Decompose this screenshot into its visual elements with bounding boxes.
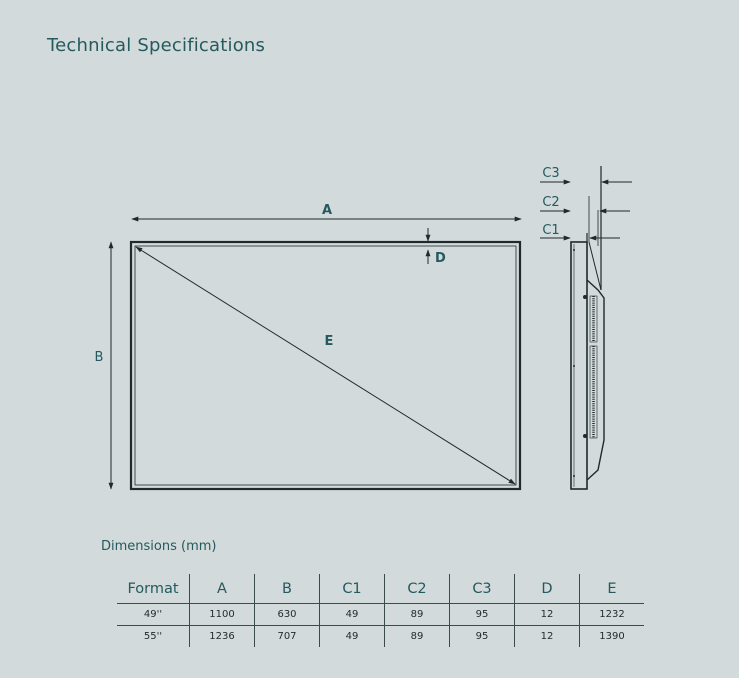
dimension-d-label: D	[435, 251, 446, 266]
dimensions-table: Format A B C1 C2 C3 D E 49'' 1100 630 49…	[117, 574, 644, 647]
dimension-a-label: A	[322, 203, 332, 218]
header-b: B	[254, 574, 320, 604]
table-cell: 1100	[189, 603, 255, 626]
table-header-row: Format A B C1 C2 C3 D E	[117, 574, 644, 604]
monitor-side-view	[570, 166, 605, 490]
monitor-front-view	[129, 240, 522, 491]
dimensions-title: Dimensions (mm)	[101, 539, 217, 554]
table-cell: 12	[514, 625, 580, 647]
table-cell: 55''	[143, 631, 163, 642]
table-cell: 1390	[579, 625, 644, 647]
table-cell: 49	[319, 625, 385, 647]
table-cell: 707	[254, 625, 320, 647]
table-cell: 89	[384, 603, 450, 626]
table-row: 49'' 1100 630 49 89 95 12 1232	[117, 603, 644, 626]
page-title: Technical Specifications	[47, 35, 266, 56]
dimension-e-label: E	[325, 334, 334, 349]
table-cell: 95	[449, 625, 515, 647]
table-cell: 12	[514, 603, 580, 626]
dimension-e-arrow	[135, 246, 516, 485]
table-cell: 1232	[579, 603, 644, 626]
table-cell: 49	[319, 603, 385, 626]
header-format: Format	[117, 574, 190, 604]
dimension-b-label: B	[95, 350, 104, 365]
header-c3: C3	[449, 574, 515, 604]
table-cell: 1236	[189, 625, 255, 647]
side-view-screws	[573, 249, 587, 477]
header-e: E	[579, 574, 644, 604]
header-a: A	[189, 574, 255, 604]
dimension-c3-label: C3	[542, 166, 559, 181]
table-row: 55'' 1236 707 49 89 95 12 1390	[117, 625, 644, 647]
table-cell: 49''	[117, 603, 190, 626]
table-cell: 630	[254, 603, 320, 626]
table-cell: 89	[384, 625, 450, 647]
dimension-c1-label: C1	[542, 223, 559, 238]
depth-dimension-arrows	[540, 179, 632, 241]
header-c1: C1	[319, 574, 385, 604]
header-c2: C2	[384, 574, 450, 604]
header-d: D	[514, 574, 580, 604]
table-cell: 95	[449, 603, 515, 626]
dimension-c2-label: C2	[542, 195, 559, 210]
